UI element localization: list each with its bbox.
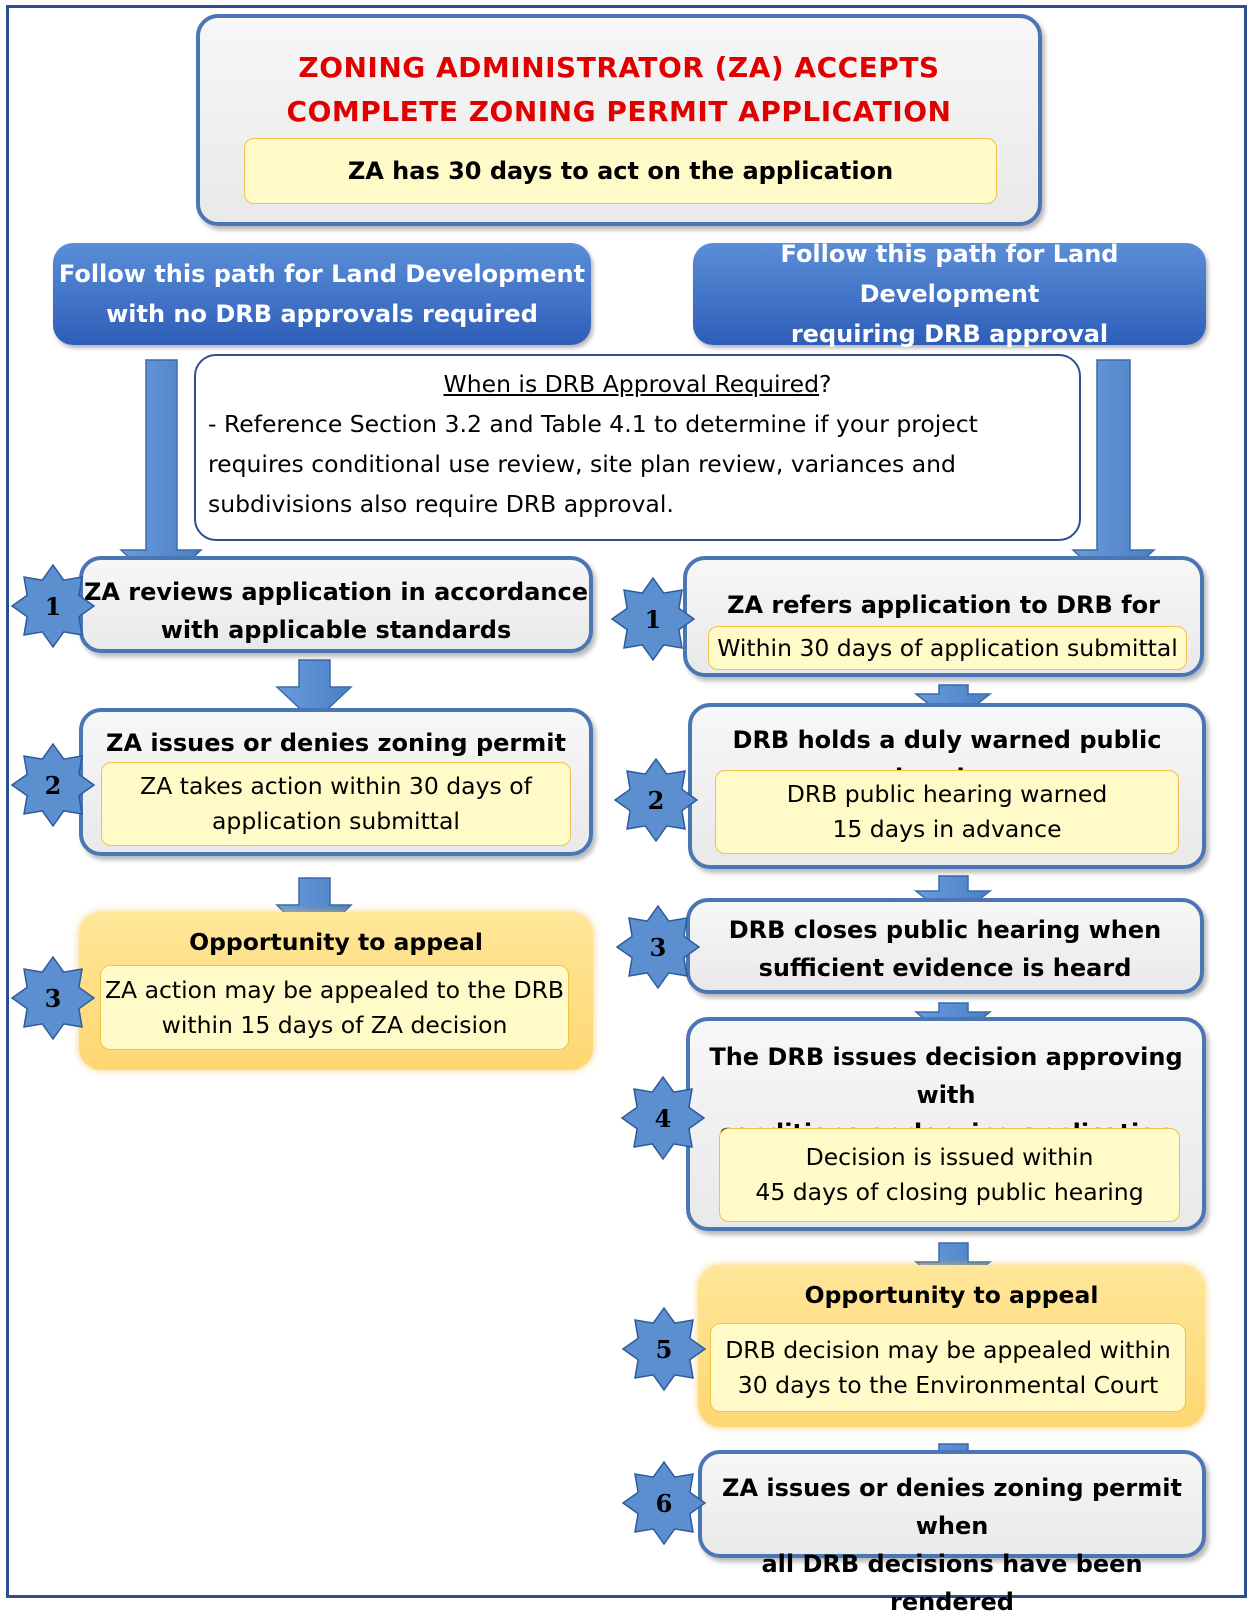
arrow-left-1-2 xyxy=(275,659,353,724)
left-path-line-1: Follow this path for Land Development xyxy=(58,260,586,288)
info-line-3: subdivisions also require DRB approval. xyxy=(208,490,674,518)
left-path-header: Follow this path for Land Development wi… xyxy=(53,243,591,345)
left-step-3-appeal: Opportunity to appeal ZA action may be a… xyxy=(79,912,593,1070)
star-icon xyxy=(10,742,96,828)
right-step-1-note-text: Within 30 days of application submittal xyxy=(717,633,1178,662)
page-frame xyxy=(6,5,1247,1598)
right-step-5-appeal: Opportunity to appeal DRB decision may b… xyxy=(698,1265,1205,1427)
left-step-1-line-2: with applicable standards xyxy=(160,616,512,644)
header-note-text: ZA has 30 days to act on the application xyxy=(347,156,894,185)
right-step-2-box: DRB holds a duly warned public hearing D… xyxy=(688,703,1206,869)
right-step-5-note: DRB decision may be appealed within 30 d… xyxy=(710,1323,1186,1412)
step-number: 5 xyxy=(655,1334,673,1364)
right-step-3-line-2: sufficient evidence is heard xyxy=(758,954,1132,982)
star-icon xyxy=(621,1306,707,1392)
title-line-2: COMPLETE ZONING PERMIT APPLICATION xyxy=(286,95,952,128)
left-step-3-note-line-1: ZA action may be appealed to the DRB xyxy=(104,975,565,1004)
right-path-header: Follow this path for Land Development re… xyxy=(693,240,1206,348)
arrow-right-long xyxy=(1071,359,1156,590)
step-star-left-1: 1 xyxy=(10,563,96,649)
right-step-6-line-1: ZA issues or denies zoning permit when xyxy=(722,1474,1182,1540)
step-star-left-2: 2 xyxy=(10,742,96,828)
right-step-1-box: ZA refers application to DRB for review … xyxy=(683,556,1204,677)
left-step-2-note: ZA takes action within 30 days of applic… xyxy=(101,762,571,846)
step-number: 6 xyxy=(655,1488,673,1518)
step-star-right-1: 1 xyxy=(610,576,696,662)
right-step-4-line-1: The DRB issues decision approving with xyxy=(709,1043,1183,1109)
left-step-3-note-line-2: within 15 days of ZA decision xyxy=(161,1010,508,1039)
left-step-2-note-line-2: application submittal xyxy=(212,807,460,835)
step-star-left-3: 3 xyxy=(10,955,96,1041)
left-path-line-2: with no DRB approvals required xyxy=(106,300,538,328)
left-step-2-box: ZA issues or denies zoning permit ZA tak… xyxy=(79,708,593,856)
arrow-left-long xyxy=(119,359,203,590)
star-icon xyxy=(10,955,96,1041)
right-step-3-line-1: DRB closes public hearing when xyxy=(728,916,1162,944)
info-title-suffix: ? xyxy=(819,370,832,398)
right-step-1-note: Within 30 days of application submittal xyxy=(708,626,1187,670)
right-step-5-note-line-2: 30 days to the Environmental Court xyxy=(737,1370,1159,1399)
left-step-3-note: ZA action may be appealed to the DRB wit… xyxy=(100,965,569,1050)
left-step-1-box: ZA reviews application in accordance wit… xyxy=(79,556,593,653)
header-box: ZONING ADMINISTRATOR (ZA) ACCEPTS COMPLE… xyxy=(196,14,1042,226)
step-number: 2 xyxy=(44,770,62,800)
right-step-4-box: The DRB issues decision approving with c… xyxy=(686,1017,1206,1231)
page-title: ZONING ADMINISTRATOR (ZA) ACCEPTS COMPLE… xyxy=(200,46,1038,134)
info-line-1: - Reference Section 3.2 and Table 4.1 to… xyxy=(208,410,978,438)
right-step-4-note: Decision is issued within 45 days of clo… xyxy=(719,1128,1180,1222)
left-step-1-line-1: ZA reviews application in accordance xyxy=(83,578,589,606)
right-step-4-note-line-1: Decision is issued within xyxy=(805,1143,1094,1171)
step-star-right-3: 3 xyxy=(615,904,701,990)
right-step-3-box: DRB closes public hearing when sufficien… xyxy=(686,898,1204,994)
star-icon xyxy=(610,576,696,662)
right-path-line-1: Follow this path for Land Development xyxy=(780,240,1119,308)
star-icon xyxy=(10,563,96,649)
step-number: 3 xyxy=(44,983,62,1013)
info-title-text: When is DRB Approval Required xyxy=(443,370,820,398)
star-icon xyxy=(615,904,701,990)
right-step-6-box: ZA issues or denies zoning permit when a… xyxy=(698,1450,1206,1616)
info-title: When is DRB Approval Required? xyxy=(196,364,1079,404)
info-line-2: requires conditional use review, site pl… xyxy=(208,450,956,478)
step-number: 2 xyxy=(647,785,665,815)
step-star-right-4: 4 xyxy=(620,1075,706,1161)
right-path-line-2: requiring DRB approval xyxy=(790,320,1109,348)
drb-approval-info: When is DRB Approval Required? - Referen… xyxy=(194,354,1081,541)
title-line-1: ZONING ADMINISTRATOR (ZA) ACCEPTS xyxy=(298,51,940,84)
right-step-5-title: Opportunity to appeal xyxy=(804,1281,1099,1309)
step-number: 3 xyxy=(649,932,667,962)
star-icon xyxy=(613,757,699,843)
right-step-2-note-line-2: 15 days in advance xyxy=(832,815,1062,843)
step-number: 1 xyxy=(644,604,662,634)
step-number: 1 xyxy=(44,591,62,621)
right-step-4-note-line-2: 45 days of closing public hearing xyxy=(755,1178,1144,1206)
right-step-2-note: DRB public hearing warned 15 days in adv… xyxy=(715,770,1179,854)
step-star-right-5: 5 xyxy=(621,1306,707,1392)
step-number: 4 xyxy=(654,1103,672,1133)
right-step-5-note-line-1: DRB decision may be appealed within xyxy=(725,1335,1171,1364)
left-step-3-title: Opportunity to appeal xyxy=(189,928,483,956)
step-star-right-2: 2 xyxy=(613,757,699,843)
step-star-right-6: 6 xyxy=(621,1460,707,1546)
left-step-2-title: ZA issues or denies zoning permit xyxy=(106,729,566,757)
star-icon xyxy=(620,1075,706,1161)
header-note: ZA has 30 days to act on the application xyxy=(244,138,997,204)
star-icon xyxy=(621,1460,707,1546)
right-step-2-note-line-1: DRB public hearing warned xyxy=(786,780,1108,808)
left-step-2-note-line-1: ZA takes action within 30 days of xyxy=(140,772,532,800)
right-step-6-line-2: all DRB decisions have been rendered xyxy=(761,1550,1143,1616)
